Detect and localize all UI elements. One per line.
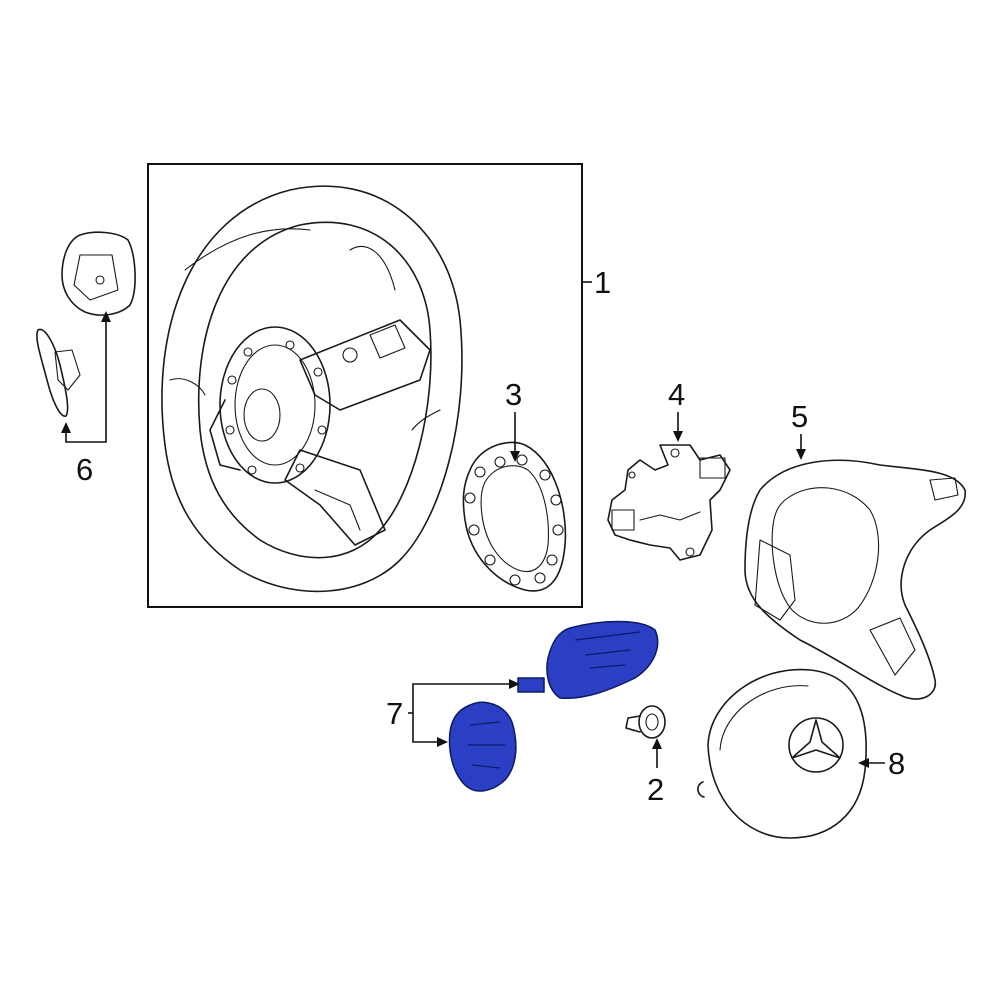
- part-1-frame: [147, 163, 583, 608]
- callout-6-label: 6: [76, 452, 93, 487]
- shift-paddle-upper[interactable]: [61, 231, 136, 316]
- callout-5-label: 5: [791, 399, 808, 434]
- steering-wheel[interactable]: [161, 185, 463, 593]
- callout-3-label: 3: [505, 377, 522, 412]
- control-switch-right[interactable]: [517, 620, 659, 699]
- callout-2-label: 2: [647, 772, 664, 807]
- trim-ring[interactable]: [462, 441, 567, 592]
- callout-4-label: 4: [668, 377, 685, 412]
- screw[interactable]: [625, 705, 666, 739]
- shift-paddle-lower[interactable]: [36, 328, 81, 417]
- airbag-module[interactable]: [697, 668, 867, 839]
- callout-8-label: 8: [888, 746, 905, 781]
- bracket[interactable]: [607, 444, 731, 561]
- callout-7-label: 7: [386, 696, 403, 731]
- callout-1-label: 1: [594, 265, 611, 300]
- lower-cover[interactable]: [744, 459, 966, 700]
- control-switch-left[interactable]: [448, 701, 517, 792]
